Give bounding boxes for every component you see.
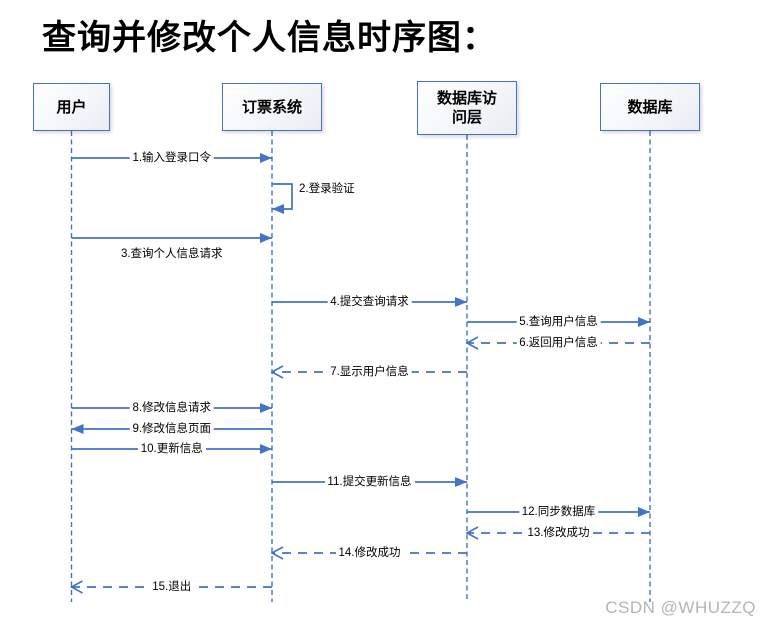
actor-label-db-access-layer: 数据库访问层 — [436, 90, 497, 126]
message-label-9: 9.修改信息页面 — [129, 422, 215, 436]
actor-box-booking-system: 订票系统 — [222, 83, 322, 131]
message-arrow-2 — [272, 183, 293, 214]
page-title: 查询并修改个人信息时序图： — [42, 19, 497, 57]
actor-box-database: 数据库 — [600, 83, 700, 131]
actor-label-user: 用户 — [56, 98, 87, 116]
message-label-3: 3.查询个人信息请求 — [117, 247, 226, 261]
message-label-13: 13.修改成功 — [524, 526, 593, 540]
message-label-6: 6.返回用户信息 — [516, 336, 601, 350]
message-label-11: 11.提交更新信息 — [324, 475, 415, 489]
actor-box-db-access-layer: 数据库访问层 — [417, 81, 517, 135]
actor-label-database: 数据库 — [627, 98, 673, 116]
message-label-12: 12.同步数据库 — [518, 505, 599, 519]
message-label-4: 4.提交查询请求 — [327, 295, 412, 309]
actor-label-booking-system: 订票系统 — [241, 98, 302, 116]
message-label-1: 1.输入登录口令 — [129, 151, 215, 165]
message-label-5: 5.查询用户信息 — [516, 315, 601, 329]
message-label-15: 15.退出 — [149, 580, 195, 594]
message-label-2: 2.登录验证 — [296, 182, 358, 196]
message-label-8: 8.修改信息请求 — [129, 401, 215, 415]
message-label-10: 10.更新信息 — [137, 442, 206, 456]
message-label-14: 14.修改成功 — [335, 546, 404, 560]
watermark: CSDN @WHUZZQ — [605, 598, 756, 617]
message-label-7: 7.显示用户信息 — [327, 365, 412, 379]
actor-box-user: 用户 — [33, 83, 110, 131]
